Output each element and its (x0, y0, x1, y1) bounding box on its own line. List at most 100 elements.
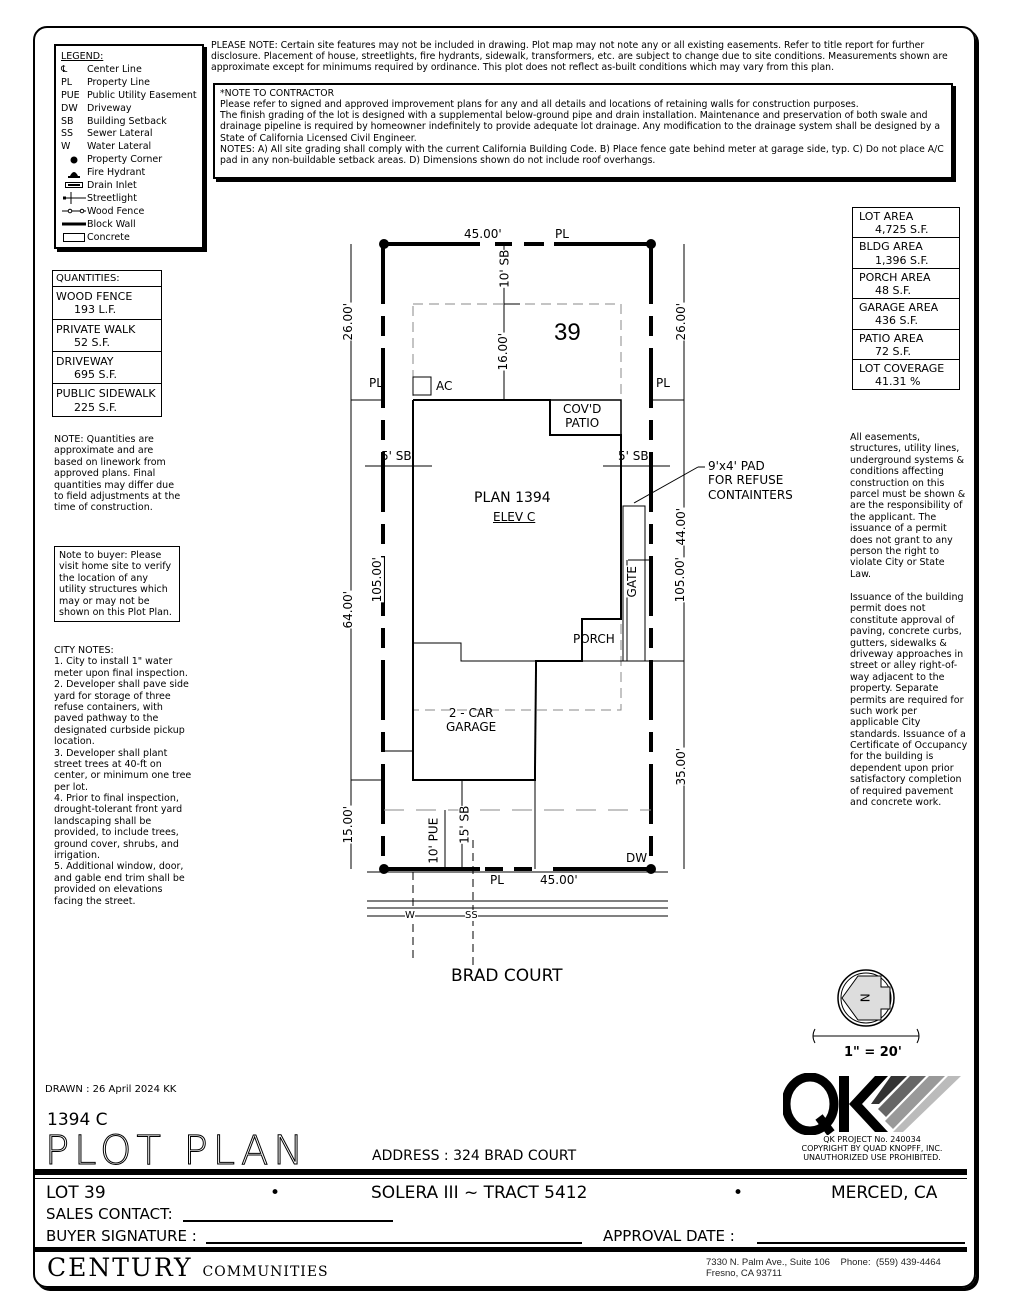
north-arrow-icon (837, 969, 895, 1027)
block-wall-icon (61, 221, 87, 227)
dim-bottom-width: 45.00' (540, 873, 578, 887)
plot-plan-sheet (33, 26, 976, 1288)
divider (35, 1247, 967, 1252)
legend-item: Block Wall (61, 218, 197, 231)
drain-inlet-icon (61, 182, 87, 189)
dim-rear-yard: 16.00' (496, 332, 511, 371)
porch-label: PORCH (573, 632, 615, 646)
sales-contact-field[interactable] (183, 1208, 393, 1222)
divider (35, 1178, 967, 1179)
side-sb-right: 5' SB (618, 449, 649, 463)
pue-code: PUE (61, 89, 80, 101)
plan-label: PLAN 1394 (474, 490, 551, 506)
please-note: PLEASE NOTE: Certain site features may n… (211, 40, 948, 74)
legend-item: Wood Fence (61, 205, 197, 218)
approval-date-field[interactable] (757, 1230, 965, 1244)
wood-fence-icon (61, 208, 87, 214)
dw-label: DW (626, 851, 648, 865)
contractor-note-line: NOTES: A) All site grading shall comply … (220, 143, 944, 166)
dim-left-front: 15.00' (341, 805, 356, 844)
ss-code: SS (61, 128, 74, 140)
legend-item: ℄Center Line (61, 63, 142, 75)
sb-code: SB (61, 115, 74, 127)
city-label: MERCED, CA (831, 1183, 938, 1203)
dim-left-upper: 26.00' (341, 302, 356, 341)
buyer-signature-field[interactable] (206, 1230, 582, 1244)
dim-top-width: 45.00' (464, 227, 502, 241)
setback-envelope (412, 303, 622, 711)
dim-rear-sb: 10' SB (497, 249, 512, 288)
dim-right-house: 44.00' (674, 507, 689, 546)
dimension-lines (350, 244, 685, 917)
city-note: 3. Developer shall plant street trees at… (54, 747, 192, 793)
dim-left-total: 105.00' (369, 557, 385, 603)
dim-front-sb: 15' SB (457, 805, 472, 844)
city-note: 4. Prior to final inspection, drought-to… (54, 793, 183, 862)
legend-item: Drain Inlet (61, 179, 197, 192)
property-corner-icon (379, 239, 389, 249)
legend-item: Streetlight (61, 192, 197, 205)
buyer-signature-label: BUYER SIGNATURE : (46, 1227, 197, 1245)
dim-right-upper: 26.00' (674, 302, 689, 341)
covered-patio (549, 399, 622, 436)
w-label: W (405, 910, 415, 922)
property-corner-icon (646, 239, 656, 249)
address-label: ADDRESS : 324 BRAD COURT (372, 1148, 577, 1164)
side-sb-left: 5' SB (381, 449, 412, 463)
gate-label: GATE (625, 565, 640, 598)
subdivision-label: SOLERA III ~ TRACT 5412 (371, 1183, 588, 1203)
legend-item: Property Corner (61, 153, 197, 166)
streetlight-icon (61, 192, 87, 205)
dim-left-house: 64.00' (341, 590, 356, 629)
centerline-icon: ℄ (61, 63, 68, 75)
refuse-pad (622, 505, 646, 662)
scale-label: 1" = 20' (844, 1045, 902, 1060)
quantities-title: QUANTITIES: (53, 271, 161, 288)
fire-hydrant-icon (61, 168, 87, 178)
pl-label-right: PL (656, 376, 670, 390)
plan-code: 1394 C (47, 1110, 108, 1130)
contractor-note-box: *NOTE TO CONTRACTOR Please refer to sign… (213, 83, 953, 179)
lot-label: LOT 39 (46, 1183, 106, 1203)
legend-title: LEGEND: (61, 51, 104, 62)
dw-code: DW (61, 102, 78, 114)
page-title: PLOT PLAN (44, 1128, 309, 1175)
street-name: BRAD COURT (451, 966, 563, 986)
contractor-note-line: The finish grading of the lot is designe… (220, 110, 941, 144)
pl-label-front: PL (490, 873, 504, 887)
qk-credits: QK PROJECT No. 240034 COPYRIGHT BY QUAD … (801, 1135, 943, 1163)
scale-bar (812, 1028, 920, 1044)
property-line-icon: PL (61, 76, 73, 88)
contractor-note-title: *NOTE TO CONTRACTOR (220, 88, 335, 99)
dim-right-total: 105.00' (672, 557, 688, 603)
easement-note: All easements, structures, utility lines… (850, 432, 966, 580)
company-address: 7330 N. Palm Ave., Suite 106 Phone: (559… (706, 1257, 941, 1280)
w-code: W (61, 141, 71, 153)
legend-item: Fire Hydrant (61, 166, 197, 179)
sales-contact-label: SALES CONTACT: (46, 1205, 173, 1223)
buyer-note: Note to buyer: Please visit home site to… (54, 546, 180, 623)
dim-front-pue: 10' PUE (426, 817, 441, 864)
qk-logo-icon (783, 1073, 961, 1135)
city-note: 1. City to install 1" water meter upon f… (54, 656, 188, 679)
contractor-note-line: Please refer to signed and approved impr… (220, 99, 859, 111)
elev-label: ELEV C (493, 510, 536, 524)
bullet-separator: • (733, 1183, 744, 1203)
ss-label: SS (465, 910, 478, 922)
dim-right-lower: 35.00' (674, 747, 689, 786)
